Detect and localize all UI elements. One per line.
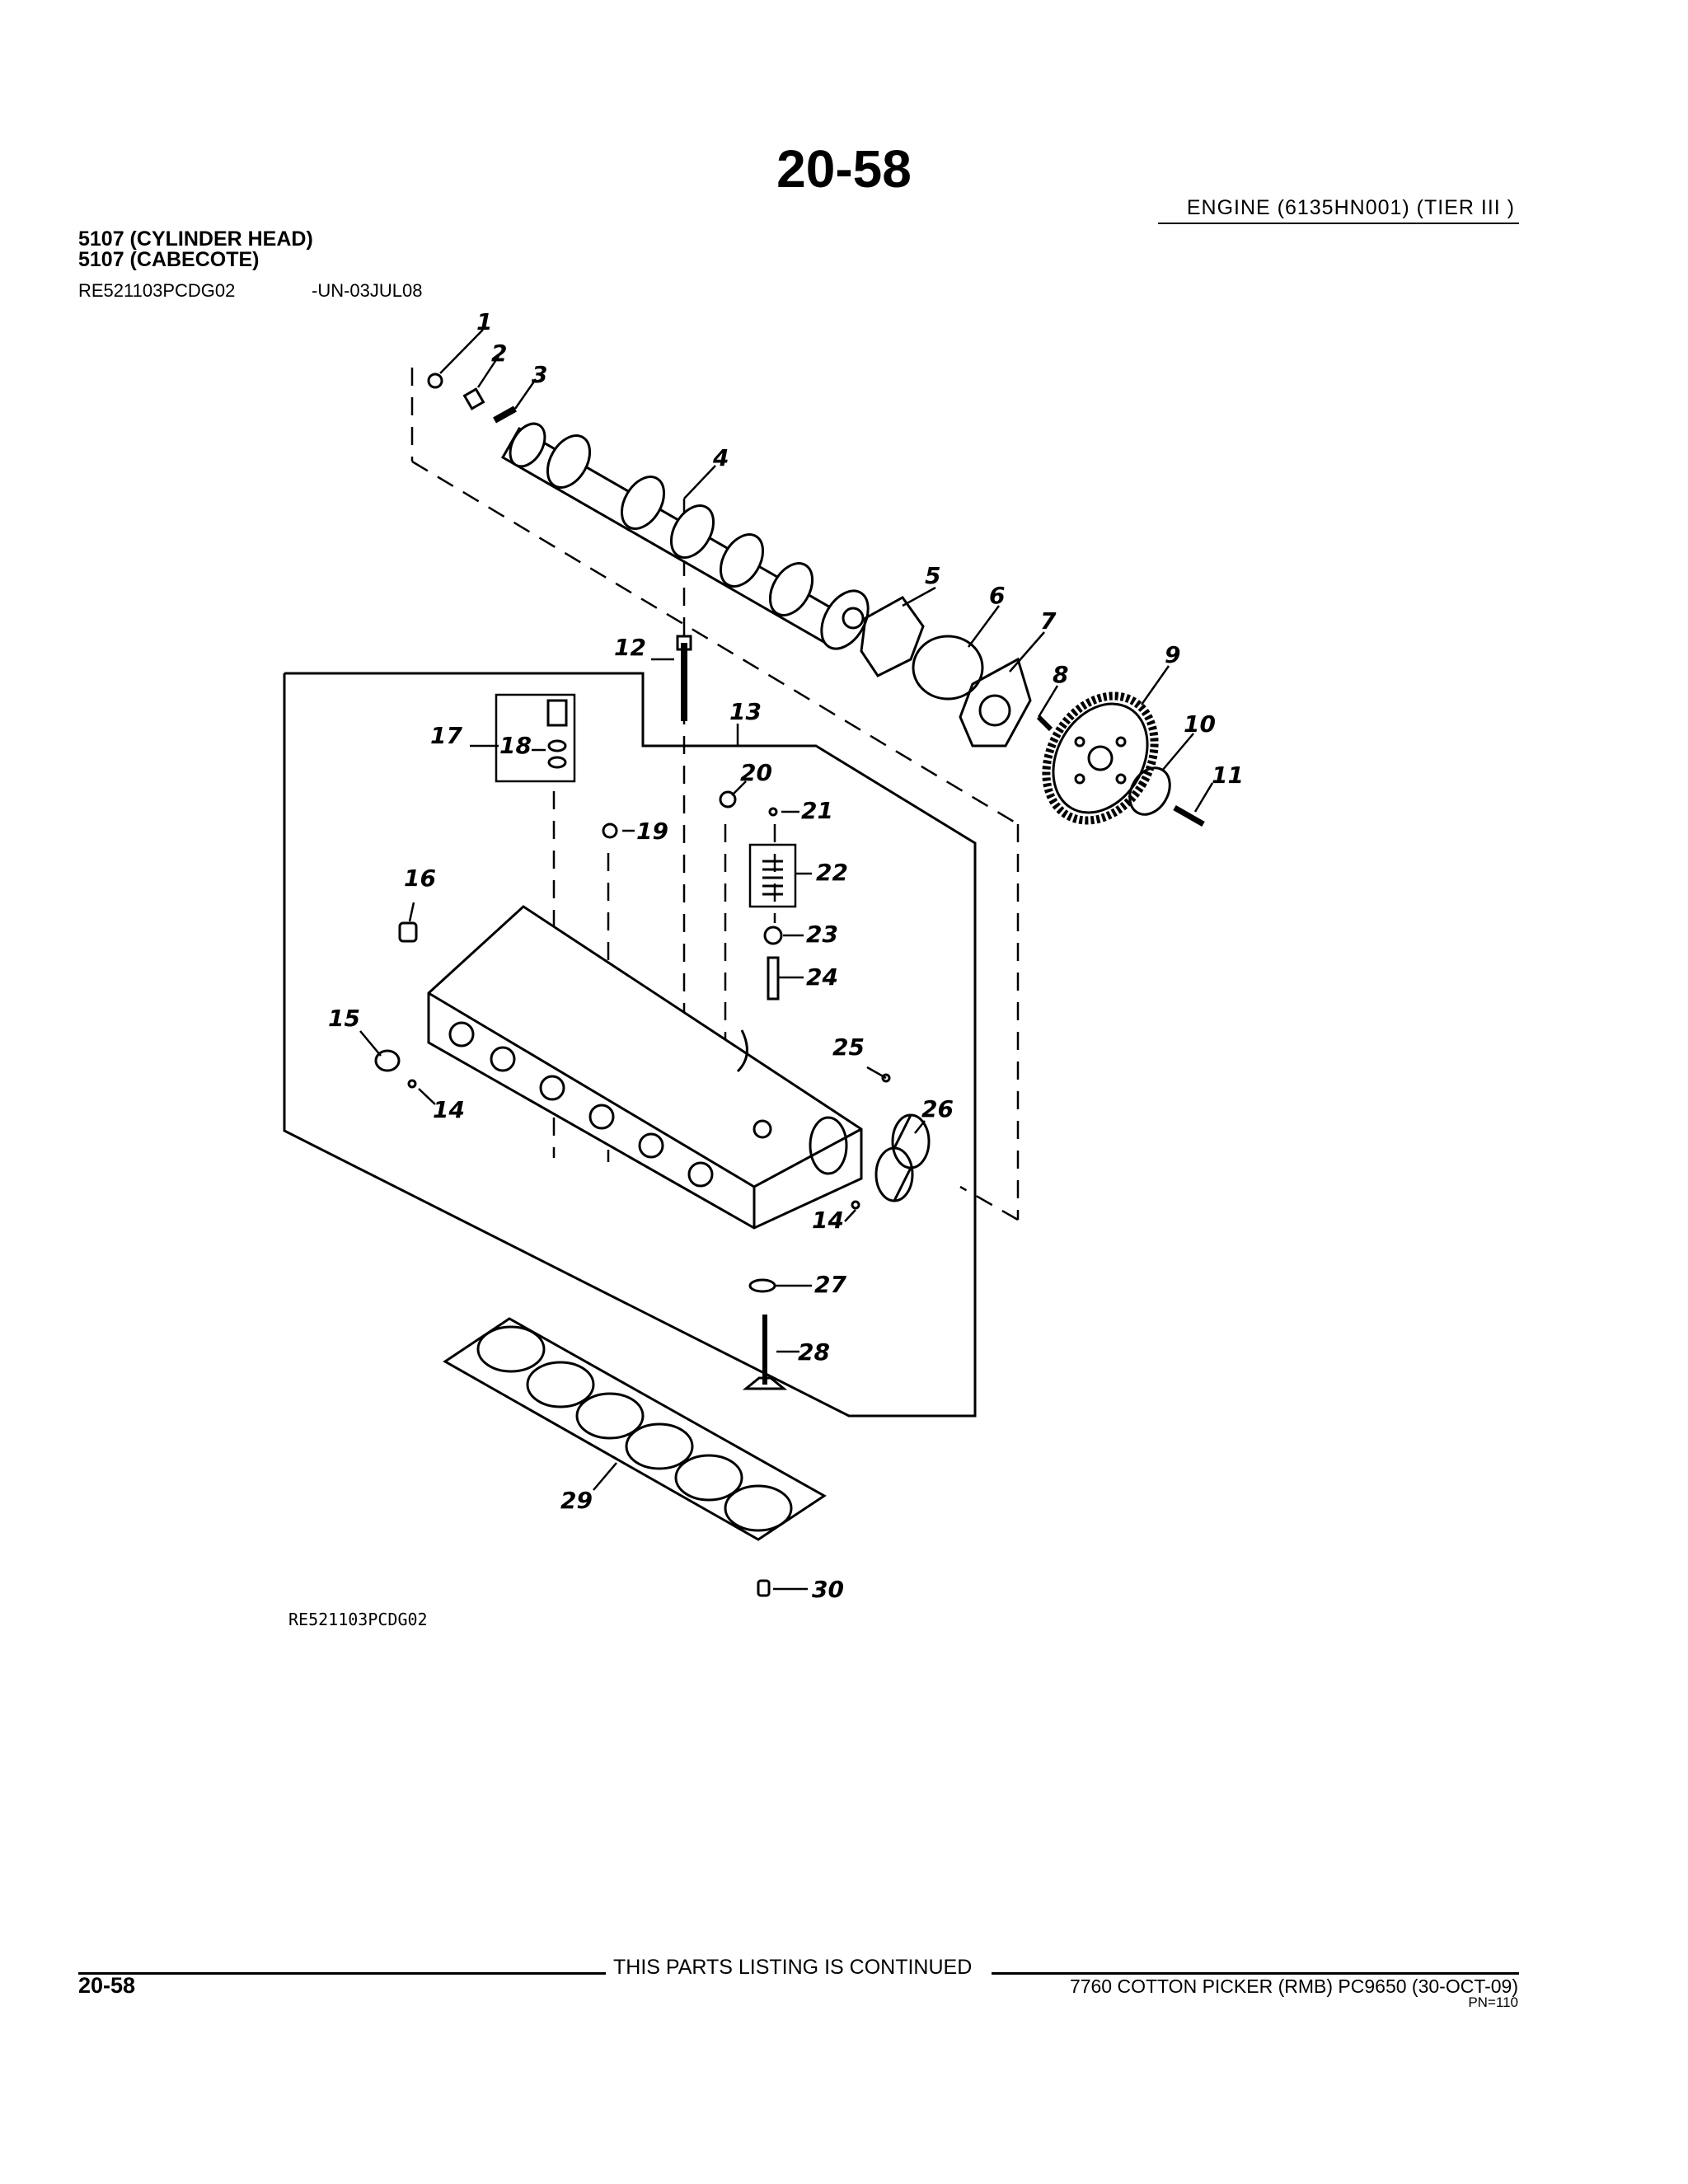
plug-19 (602, 823, 618, 839)
detail-box-22 (748, 843, 797, 908)
callout-label: 12 (614, 634, 646, 661)
section-title: ENGINE (6135HN001) (TIER III ) (1186, 196, 1515, 219)
valve-guide-24 (767, 956, 780, 1001)
illustration-date: -UN-03JUL08 (312, 280, 423, 301)
nut-1 (427, 373, 443, 389)
callout-label: 10 (1184, 710, 1216, 738)
gear-plate (959, 657, 1032, 748)
keeper-21 (768, 807, 778, 817)
heading-cylinder-head: 5107 (CYLINDER HEAD) (78, 227, 313, 251)
callout-label: 29 (560, 1487, 593, 1514)
callout-label: 16 (404, 865, 436, 892)
callout-label: 19 (636, 818, 668, 845)
valve-seal (748, 1278, 776, 1293)
o-ring (912, 635, 984, 701)
header-rule (1158, 223, 1519, 224)
callout-label: 30 (812, 1576, 844, 1603)
callout-label: 28 (798, 1338, 830, 1366)
seal-ring-b (547, 756, 567, 769)
cylinder-head (427, 905, 863, 1230)
callout-label: 18 (499, 732, 532, 759)
leader-lines (359, 329, 1214, 1591)
callout-label: 25 (832, 1033, 865, 1061)
callout-label: 26 (921, 1095, 954, 1122)
footer-document-info: 7760 COTTON PICKER (RMB) PC9650 (30-OCT-… (1069, 1975, 1518, 1997)
callout-label: 27 (814, 1271, 846, 1298)
callout-label: 7 (1040, 607, 1057, 635)
callout-labels: 1 2 3 4 5 6 7 8 9 10 11 12 13 14 14 15 1… (288, 308, 1244, 1629)
group-outline (283, 672, 977, 1418)
seal-ring-a (547, 739, 567, 752)
footer-pn: PN=110 (1468, 1994, 1518, 2010)
callout-label: 5 (925, 562, 940, 589)
thrust-plate (860, 596, 925, 677)
callout-label: 4 (712, 444, 729, 471)
exploded-parts-diagram: 1 2 3 4 5 6 7 8 9 10 11 12 13 14 14 15 1… (283, 308, 1244, 1629)
valve-head (742, 1376, 788, 1390)
footer-page-number: 20-58 (78, 1973, 136, 1998)
camshaft-gear (1042, 691, 1159, 825)
illustration-caption: RE521103PCDG02 (288, 1610, 428, 1629)
plug-20 (719, 790, 737, 808)
callout-label: 8 (1053, 661, 1068, 688)
illustration-id: RE521103PCDG02 (78, 280, 236, 301)
pin-14a (407, 1079, 417, 1089)
rotator-23 (763, 926, 783, 945)
gear-plate-hub-icon (978, 694, 1011, 727)
callout-label: 1 (476, 308, 492, 335)
pin-25 (881, 1073, 891, 1083)
detail-box-17 (495, 693, 576, 783)
pin-14b (851, 1200, 860, 1210)
footer-rule-left (78, 1972, 606, 1975)
bolt-11 (1173, 804, 1205, 827)
valve-spring (762, 860, 783, 896)
callout-label: 20 (740, 759, 772, 786)
dowel (757, 1579, 771, 1597)
callout-label: 17 (430, 722, 462, 749)
continued-notice: THIS PARTS LISTING IS CONTINUED (613, 1956, 973, 1979)
callout-label: 14 (812, 1207, 844, 1234)
callout-label: 3 (532, 361, 547, 388)
callout-label: 23 (806, 921, 838, 948)
footer-rule-right (992, 1972, 1519, 1975)
bolt-8 (1036, 715, 1053, 732)
callout-label: 22 (816, 859, 848, 886)
callout-label: 6 (989, 582, 1005, 609)
plug-15 (374, 1049, 401, 1072)
callout-label: 14 (433, 1096, 465, 1123)
nozzle-sleeve (546, 699, 568, 727)
heading-cabecote: 5107 (CABECOTE) (78, 248, 260, 271)
bearing (874, 1113, 931, 1202)
callout-label: 15 (328, 1005, 360, 1032)
key-2 (462, 387, 485, 410)
camshaft (500, 422, 870, 650)
callout-label: 9 (1165, 641, 1180, 668)
callout-label: 24 (806, 963, 838, 991)
page-title: 20-58 (776, 139, 912, 199)
callout-label: 2 (491, 340, 507, 367)
callout-label: 13 (729, 698, 762, 725)
cup-plug-16 (398, 921, 418, 943)
callout-label: 11 (1212, 762, 1244, 789)
pin-3 (493, 405, 517, 424)
head-gasket (443, 1317, 827, 1541)
callout-label: 21 (801, 797, 833, 824)
head-bolt-cap (676, 635, 692, 651)
